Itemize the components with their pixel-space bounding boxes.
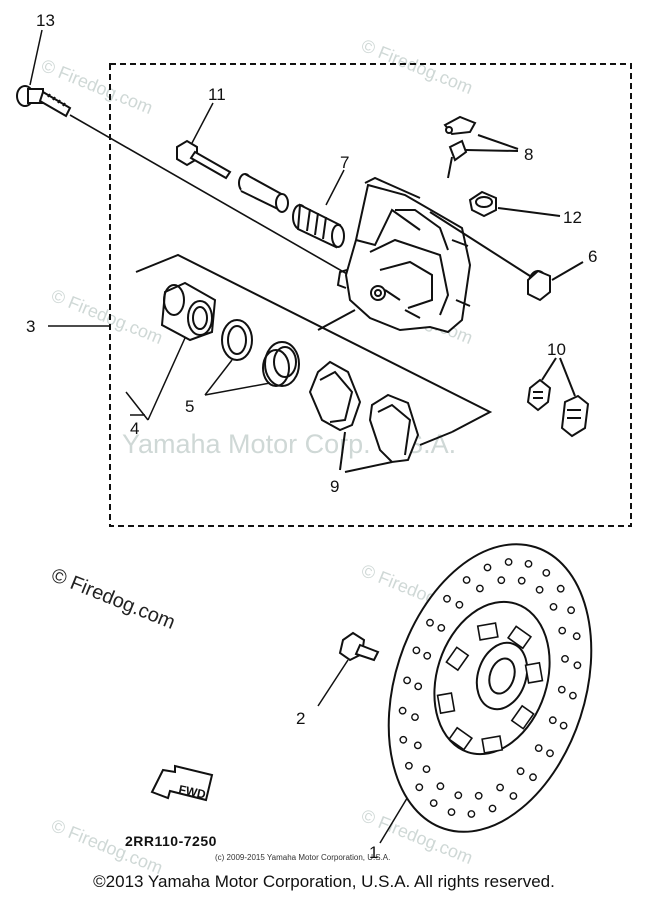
leader-lines: [29, 29, 413, 844]
callout-6: 6: [588, 247, 597, 266]
callout-10: 10: [547, 340, 566, 359]
pad-clips-10: [526, 357, 590, 438]
disc-hole: [504, 558, 513, 566]
bolt-11: [176, 139, 232, 180]
callout-12: 12: [563, 208, 582, 227]
bolt-axis-line: [69, 114, 376, 291]
disc-hole: [399, 735, 408, 744]
disc-slot: [524, 661, 544, 684]
small-copyright: (c) 2009-2015 Yamaha Motor Corporation, …: [215, 853, 390, 862]
disc-hole: [455, 600, 464, 609]
callout-1: 1: [369, 843, 378, 862]
callout-numbers: 13 11 7 8 12 6 3 10 5 4 9 2 1: [26, 11, 597, 862]
disc-slot: [445, 646, 470, 672]
disc-hole: [483, 563, 492, 572]
disc-hole: [529, 773, 537, 782]
grommet-12: [468, 190, 561, 218]
disc-hole: [437, 624, 446, 632]
caliper-body: [317, 176, 472, 334]
slide-pin-sleeve: [238, 173, 289, 213]
disc-hole: [559, 721, 568, 730]
part-code: 2RR110-7250: [125, 833, 217, 849]
brake-pads-9: [308, 360, 420, 473]
disc-hole: [558, 626, 567, 635]
disc-hole: [535, 585, 544, 594]
seal-rings-5: [221, 319, 300, 387]
firedog-mark: © Firedog.com: [48, 564, 178, 634]
disc-hole: [509, 792, 518, 800]
callout-3: 3: [26, 317, 35, 336]
disc-hole: [524, 560, 533, 568]
disc-hole: [475, 584, 484, 593]
disc-hole: [426, 618, 434, 627]
disc-hole: [467, 810, 476, 818]
disc-hole: [412, 646, 421, 655]
disc-hole: [546, 749, 554, 758]
piston-kit-bracket: [135, 253, 493, 433]
disc-hole: [436, 782, 445, 791]
disc-hole: [569, 691, 577, 700]
disc-slot: [436, 692, 456, 715]
bolt-13: [16, 85, 72, 118]
disc-hole: [404, 761, 413, 770]
disc-slot: [506, 625, 533, 650]
callout-4: 4: [130, 419, 139, 438]
disc-hole: [454, 791, 463, 800]
disc-hole: [422, 765, 431, 773]
fwd-label: FWD: [177, 782, 207, 801]
disc-hole: [573, 661, 582, 670]
disc-hole: [556, 584, 565, 593]
disc-hole: [403, 676, 411, 685]
disc-slot: [481, 735, 504, 754]
disc-hole: [561, 655, 569, 663]
disc-hole: [447, 808, 456, 816]
disc-hole: [398, 706, 407, 715]
callout-7: 7: [340, 153, 349, 172]
footer-copyright: ©2013 Yamaha Motor Corporation, U.S.A. A…: [93, 872, 555, 891]
brake-disc-1: [387, 543, 593, 833]
disc-hole: [516, 767, 525, 776]
watermark-firedog-2: © Firedog.com: [359, 35, 476, 98]
disc-hole: [488, 804, 497, 813]
disc-hole: [557, 685, 566, 694]
bush-6: [429, 211, 584, 302]
disc-slot: [447, 726, 474, 751]
disc-hole: [414, 682, 423, 691]
piston-4: [160, 281, 217, 342]
callout-8: 8: [524, 145, 533, 164]
disc-hole: [496, 783, 504, 792]
disc-hole: [413, 741, 422, 750]
caliper-assembly-box: [109, 63, 632, 527]
disc-hole: [517, 576, 526, 585]
disc-hole: [572, 632, 581, 641]
bolt-2: [338, 631, 380, 662]
disc-slot: [476, 622, 499, 641]
callout-5: 5: [185, 397, 194, 416]
disc-hole: [443, 594, 451, 603]
disc-hole: [411, 713, 419, 721]
callout-13: 13: [36, 11, 55, 30]
callout-2: 2: [296, 709, 305, 728]
disc-hole: [549, 603, 558, 611]
fwd-arrow: FWD: [150, 764, 214, 802]
disc-hole: [474, 791, 483, 800]
callout-11: 11: [208, 85, 226, 104]
disc-hole: [415, 783, 424, 792]
disc-hole: [548, 716, 557, 725]
disc-hole: [534, 744, 543, 752]
disc-hole: [429, 799, 438, 807]
disc-hole: [423, 651, 432, 660]
bleed-screw-8: [443, 115, 519, 179]
disc-hole: [567, 606, 575, 615]
disc-hole: [542, 569, 551, 577]
disc-slot: [510, 704, 535, 730]
callout-9: 9: [330, 477, 339, 496]
disc-hole: [462, 576, 471, 584]
boot-7: [292, 203, 345, 249]
disc-hole: [497, 576, 506, 585]
watermark-firedog-3: © Firedog.com: [49, 285, 166, 348]
